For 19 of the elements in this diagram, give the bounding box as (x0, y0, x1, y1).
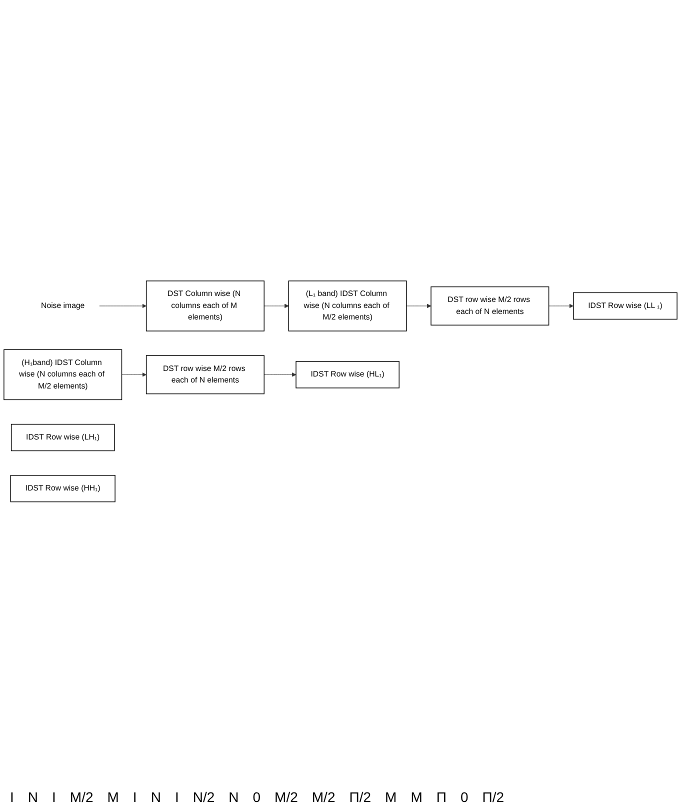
axis-label: Π (436, 789, 446, 805)
axis-label: I (174, 789, 179, 805)
axis-label: 0 (460, 789, 468, 805)
axis-label: N (228, 789, 239, 805)
axis-label: N (150, 789, 161, 805)
axis-label: Π/2 (349, 789, 372, 805)
axis-label: 0 (252, 789, 261, 805)
axis-label: M/2 (312, 789, 336, 805)
axis-label: M (385, 789, 397, 805)
axis-label: Π/2 (482, 789, 504, 805)
axis-label: N (28, 789, 38, 805)
axis-label: N/2 (192, 789, 215, 805)
axis-label: M/2 (70, 789, 94, 805)
axis-label: I (132, 789, 137, 805)
axis-label: M (410, 789, 422, 805)
axis-label: I (52, 789, 56, 805)
axis-label: M (107, 789, 119, 805)
axis-label: I (10, 789, 14, 805)
axis-label: M/2 (274, 789, 298, 805)
